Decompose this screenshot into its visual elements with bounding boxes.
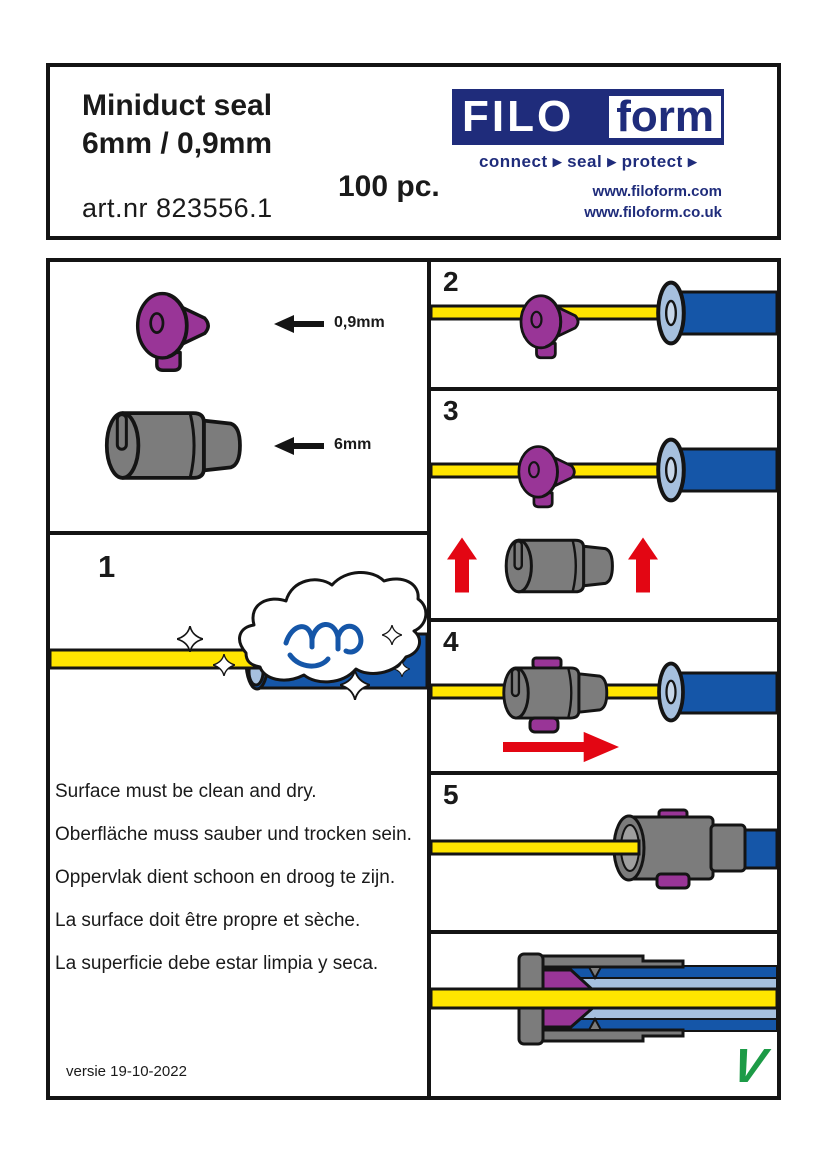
logo-text-filo: FILO xyxy=(462,92,575,141)
grey-barb-bottom xyxy=(587,1016,603,1031)
step-number-1: 1 xyxy=(98,549,116,584)
purple-seal-on-fiber xyxy=(517,445,576,509)
grey-seal-over-purple xyxy=(502,666,609,720)
grey-seal-illustration xyxy=(104,411,242,480)
step-number-4: 4 xyxy=(443,626,459,657)
quantity-label: 100 pc. xyxy=(338,170,440,203)
step-number-5: 5 xyxy=(443,779,459,810)
instruction-grid: 0,9mm 6mm 1 Surface must be clean and dr… xyxy=(46,258,781,1100)
hand-finger-line xyxy=(335,623,364,655)
instruction-en: Surface must be clean and dry. xyxy=(55,781,317,802)
product-title-line1: Miniduct seal xyxy=(82,89,273,122)
instruction-es: La superficie debe estar limpia y seca. xyxy=(55,953,379,974)
size-label-large: 6mm xyxy=(334,436,372,453)
purple-seal-top-tab xyxy=(531,656,563,670)
panel-step-2: 2 xyxy=(431,262,777,391)
cross-section-illustration xyxy=(431,952,777,1046)
instruction-nl: Oppervlak dient schoon en droog te zijn. xyxy=(55,867,396,888)
grey-seal-illustration xyxy=(504,538,614,594)
hand-thumb-line xyxy=(287,652,331,669)
brand-urls: www.filoform.com www.filoform.co.uk xyxy=(452,181,724,223)
size-label-small: 0,9mm xyxy=(334,314,385,331)
step-number-2: 2 xyxy=(443,266,459,297)
purple-seal-bottom-tab xyxy=(655,872,691,890)
purple-seal-illustration xyxy=(135,291,210,372)
instruction-de: Oberfläche muss sauber und trocken sein. xyxy=(55,824,412,845)
duct-face xyxy=(659,664,683,721)
step5-illustration xyxy=(431,808,777,890)
panel-components: 0,9mm 6mm xyxy=(50,262,427,535)
duct-tube xyxy=(741,828,777,870)
grey-shell-bottom xyxy=(533,1028,685,1043)
step-number-3: 3 xyxy=(443,395,459,426)
duct-face xyxy=(658,283,684,344)
components-illustration xyxy=(104,291,324,480)
cleaning-illustration xyxy=(50,570,427,700)
step2-illustration xyxy=(431,262,777,360)
step3-illustration xyxy=(431,391,777,594)
duct-tube xyxy=(669,671,777,715)
sparkle-icon xyxy=(177,626,203,652)
duct-tube xyxy=(669,447,777,493)
column-divider xyxy=(427,262,431,1096)
header-box: Miniduct seal 6mm / 0,9mm art.nr 823556.… xyxy=(46,63,781,240)
article-number: art.nr 823556.1 xyxy=(82,193,273,223)
fiber-cable xyxy=(431,839,641,856)
instruction-text-list: Surface must be clean and dry. Oberfläch… xyxy=(55,781,425,996)
purple-seal-bottom-tab xyxy=(528,716,560,734)
grey-seal-collar xyxy=(709,823,747,873)
red-up-arrow-icon xyxy=(628,537,658,593)
brand-block: FILO form connect ▸ seal ▸ protect ▸ www… xyxy=(452,89,724,223)
panel-step-5: 5 xyxy=(431,775,777,934)
left-arrow-icon xyxy=(274,315,324,333)
brand-tagline: connect ▸ seal ▸ protect ▸ xyxy=(478,152,698,171)
page-title: Miniduct seal 6mm / 0,9mm xyxy=(82,87,272,163)
duct-tube xyxy=(669,290,777,336)
left-arrow-icon xyxy=(274,437,324,455)
logo-text-form: form xyxy=(616,91,714,141)
instruction-fr: La surface doit être propre et sèche. xyxy=(55,910,361,931)
product-title-line2: 6mm / 0,9mm xyxy=(82,127,273,160)
panel-final-result: V xyxy=(431,934,777,1088)
duct-face xyxy=(658,440,684,501)
panel-step-4: 4 xyxy=(431,622,777,775)
red-right-arrow-icon xyxy=(503,731,619,763)
url-filoform-co-uk: www.filoform.co.uk xyxy=(584,204,722,221)
step4-illustration xyxy=(431,656,777,763)
logo-form-box: form xyxy=(609,91,721,141)
version-label: versie 19-10-2022 xyxy=(66,1063,187,1080)
panel-step-1: 1 Surface must be clean and dry. Oberflä… xyxy=(50,535,427,1088)
grey-barb-top xyxy=(587,966,603,981)
url-filoform-com: www.filoform.com xyxy=(592,183,722,200)
grey-shell-top xyxy=(533,954,685,969)
filoform-logo: FILO form xyxy=(452,89,724,145)
fiber-cable xyxy=(431,987,777,1010)
panel-step-3: 3 xyxy=(431,391,777,622)
red-up-arrow-icon xyxy=(447,537,477,593)
